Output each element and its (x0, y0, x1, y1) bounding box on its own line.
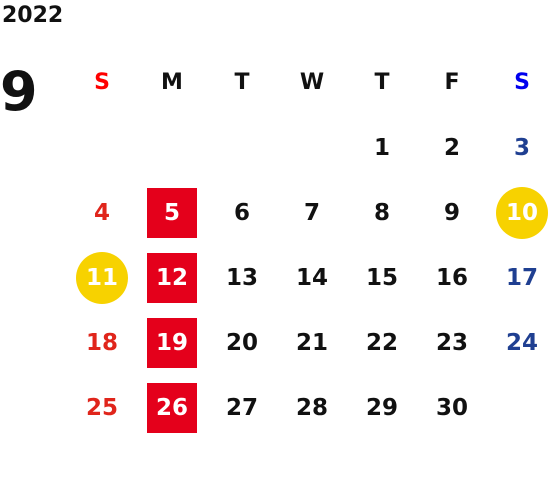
day-cell[interactable]: 22 (365, 329, 398, 356)
day-cell[interactable]: 16 (435, 264, 468, 291)
day-cell[interactable]: 3 (513, 134, 530, 161)
yellow-circle-marker (496, 186, 548, 239)
weekday-tuesday: T (234, 69, 250, 95)
day-cell[interactable] (487, 375, 548, 440)
day-cell-highlight-red[interactable]: 26 (137, 375, 207, 440)
day-cell[interactable]: 4 (93, 199, 110, 226)
day-cell-highlight-yellow[interactable]: 11 (67, 245, 137, 310)
day-cell[interactable]: 24 (505, 329, 538, 356)
day-cell[interactable]: 28 (295, 394, 328, 421)
day-cell[interactable]: 14 (295, 264, 328, 291)
day-cell[interactable]: 8 (373, 199, 390, 226)
month-number: 9 (0, 60, 38, 123)
weekday-thursday: T (374, 69, 390, 95)
day-cell[interactable]: 13 (225, 264, 258, 291)
red-box-marker (147, 382, 197, 433)
weekday-sunday: S (94, 69, 110, 95)
day-cell[interactable]: 15 (365, 264, 398, 291)
weekday-wednesday: W (299, 69, 325, 95)
day-cell[interactable]: 20 (225, 329, 258, 356)
day-cell-highlight-red[interactable]: 5 (137, 180, 207, 245)
calendar-grid: S M T W T F S 1 2 3 4 5 6 7 8 9 10 11 12… (67, 50, 548, 470)
day-cell[interactable]: 18 (85, 329, 118, 356)
weekday-saturday: S (514, 69, 530, 95)
day-cell[interactable] (67, 115, 137, 180)
weekday-friday: F (444, 69, 460, 95)
day-cell[interactable]: 17 (505, 264, 538, 291)
day-cell[interactable]: 25 (85, 394, 118, 421)
yellow-circle-marker (76, 251, 128, 304)
red-box-marker (147, 317, 197, 368)
weekday-monday: M (161, 69, 183, 95)
red-box-marker (147, 187, 197, 238)
day-cell[interactable]: 1 (373, 134, 390, 161)
day-cell[interactable]: 27 (225, 394, 258, 421)
year-label: 2022 (2, 3, 64, 28)
day-cell-highlight-red[interactable]: 19 (137, 310, 207, 375)
day-cell[interactable] (207, 115, 277, 180)
day-cell[interactable] (277, 115, 347, 180)
day-cell[interactable]: 7 (303, 199, 320, 226)
day-cell-highlight-yellow[interactable]: 10 (487, 180, 548, 245)
day-cell[interactable]: 9 (443, 199, 460, 226)
day-cell[interactable] (137, 115, 207, 180)
red-box-marker (147, 252, 197, 303)
day-cell[interactable]: 23 (435, 329, 468, 356)
day-cell[interactable]: 30 (435, 394, 468, 421)
day-cell[interactable]: 2 (443, 134, 460, 161)
day-cell[interactable]: 21 (295, 329, 328, 356)
day-cell-highlight-red[interactable]: 12 (137, 245, 207, 310)
day-cell[interactable]: 6 (233, 199, 250, 226)
day-cell[interactable]: 29 (365, 394, 398, 421)
